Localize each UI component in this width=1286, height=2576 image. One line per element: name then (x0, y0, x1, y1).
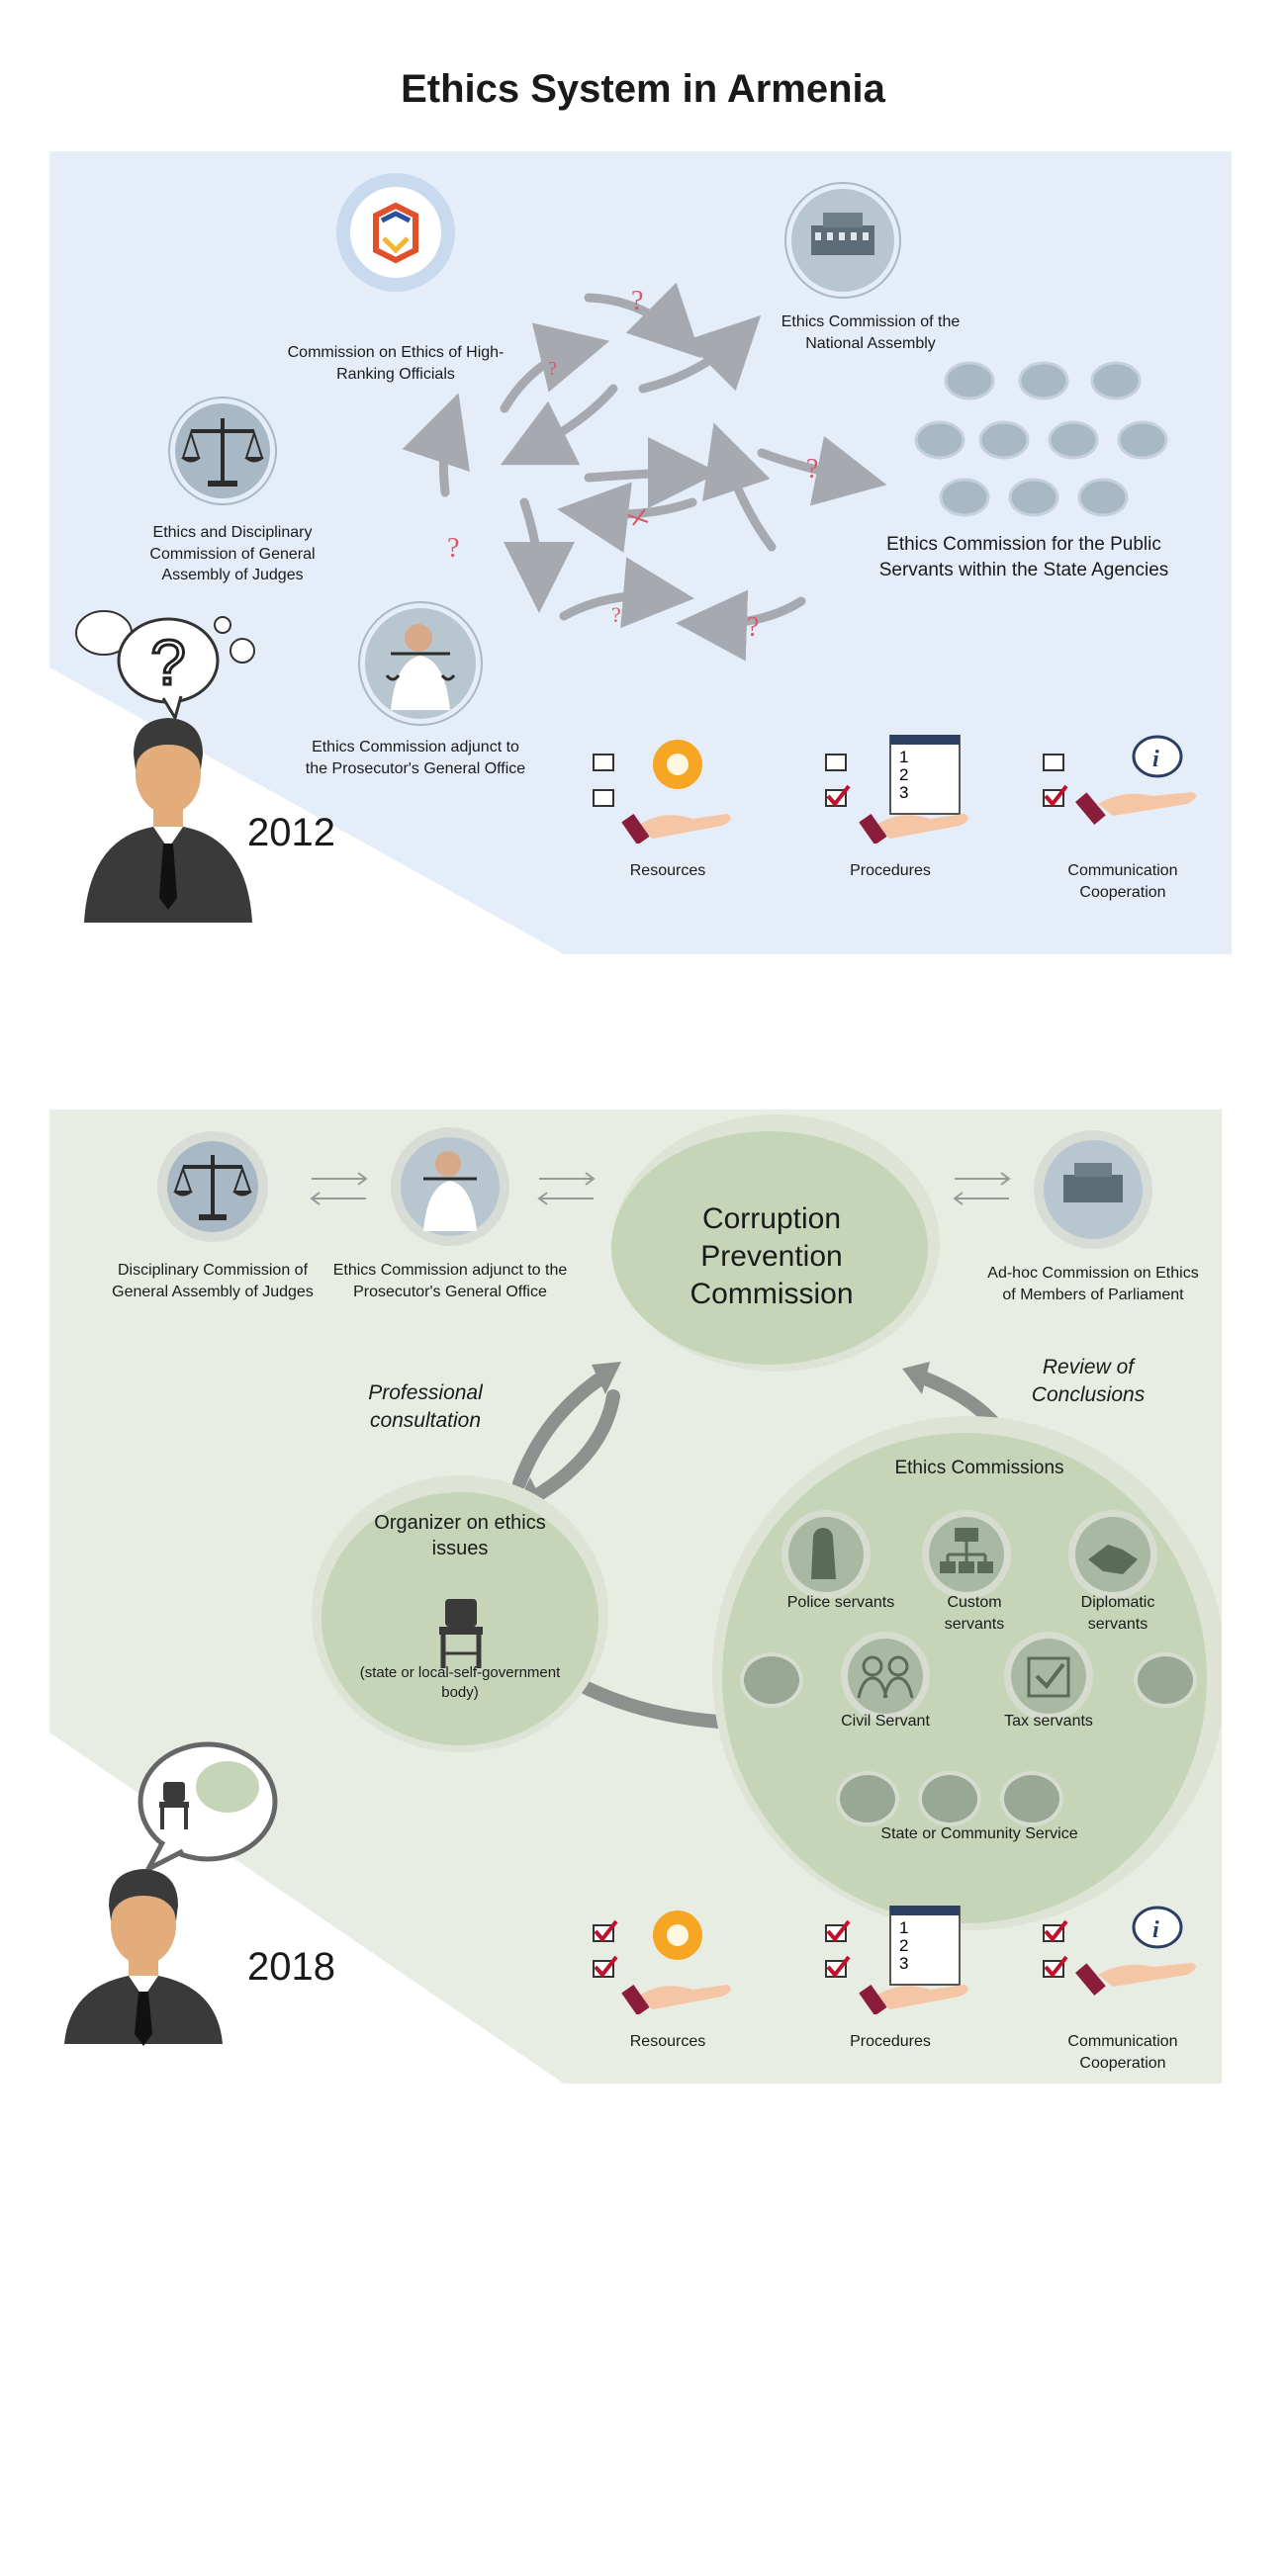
check-mark (826, 1955, 851, 1979)
police-icon (811, 1528, 836, 1579)
question-mark: ? (611, 602, 621, 627)
procedures-hand-list-icon: 1 2 3 (825, 734, 968, 845)
svg-text:i: i (1152, 747, 1159, 772)
justice-figure-icon (391, 1127, 509, 1246)
checkbox (1043, 754, 1064, 771)
question-mark-icon: ? (150, 627, 186, 698)
high-ranking-commission-logo (336, 173, 455, 292)
list-number: 1 (899, 1918, 908, 1937)
chair-icon (439, 1599, 483, 1668)
national-assembly-label: Ethics Commission of the National Assemb… (781, 313, 961, 352)
justice-figure-icon (358, 601, 483, 726)
check-mark (826, 1919, 851, 1943)
panel-2012: ? ? ? ? ? ? Commission on Ethics of High… (49, 151, 1232, 954)
list-number: 2 (899, 1936, 908, 1955)
confused-official-icon: ? (75, 610, 255, 923)
handshake-icon (1088, 1545, 1138, 1574)
scales-icon (157, 1131, 268, 1242)
list-number: 2 (899, 765, 908, 784)
service-label: State or Community Service (880, 1825, 1078, 1842)
check-mark (1044, 784, 1068, 808)
check-mark (1044, 1919, 1068, 1943)
pillar-procedures: 1 2 3 Procedures (801, 734, 979, 913)
ethics-commissions-label: Ethics Commissions (894, 1458, 1064, 1478)
public-servants-commission-label: Ethics Commission for the Public Servant… (878, 534, 1169, 580)
checkbox (825, 754, 847, 771)
pillar-resources: Resources (584, 735, 752, 913)
pillar-label: Resources (629, 2033, 706, 2050)
list-number: 1 (899, 748, 908, 766)
diplomatic-label: Diplomatic servants (1080, 1594, 1155, 1633)
list-number: 3 (899, 1954, 908, 1973)
pillar-resources: Resources (584, 1906, 752, 2074)
organizer-label: Organizer on ethics issues (374, 1512, 546, 1559)
adhoc-commission-label: Ad-hoc Commission on Ethics of Members o… (987, 1265, 1199, 1303)
judges-commission-label: Ethics and Disciplinary Commission of Ge… (149, 524, 316, 584)
informed-official-icon (64, 1741, 278, 2046)
state-agencies-icons (914, 361, 1168, 517)
prosecutor-commission-label: Ethics Commission adjunct to the Prosecu… (305, 739, 526, 777)
question-mark: ? (747, 612, 759, 643)
org-chart-icon (940, 1528, 993, 1573)
review-conclusions-label: Review of Conclusions (1031, 1356, 1146, 1407)
resources-hand-gear-icon (593, 1910, 731, 2016)
pillar-communication: i Communication Cooperation (1029, 735, 1217, 933)
svg-text:i: i (1152, 1917, 1159, 1943)
corruption-prevention-commission-circle (611, 1114, 940, 1372)
professional-consultation-label: Professional consultation (368, 1381, 483, 1433)
check-mark (826, 784, 851, 808)
scales-icon (168, 397, 277, 505)
pillar-label: Resources (629, 862, 706, 879)
checkbox (593, 789, 614, 807)
ethics-commissions-circle (712, 1416, 1222, 1930)
civil-label: Civil Servant (841, 1713, 930, 1730)
people-link-icon (857, 1655, 914, 1699)
national-assembly-icon (784, 182, 901, 299)
question-mark: ? (447, 533, 459, 564)
calendar-check-icon (1027, 1656, 1070, 1698)
checkbox (593, 754, 614, 771)
connection-arrows-2018 (310, 1172, 1026, 1739)
custom-label: Custom servants (944, 1594, 1005, 1633)
check-mark (594, 1919, 618, 1943)
prosecutor-commission-label: Ethics Commission adjunct to the Prosecu… (332, 1262, 568, 1300)
pillar-procedures: 1 2 3 Procedures (801, 1905, 979, 2074)
tax-label: Tax servants (1004, 1713, 1093, 1730)
info-icon (1132, 1906, 1183, 1949)
question-mark: ? (548, 358, 557, 380)
pillar-label: Communication Cooperation (1067, 2033, 1178, 2072)
pillar-label: Procedures (850, 862, 931, 879)
pillar-label: Procedures (850, 2033, 931, 2050)
question-mark: ? (631, 286, 643, 316)
list-number: 3 (899, 783, 908, 802)
page-title: Ethics System in Armenia (401, 67, 885, 111)
procedures-hand-list-icon: 1 2 3 (825, 1905, 968, 2016)
year-label: 2012 (247, 811, 335, 854)
police-label: Police servants (786, 1594, 895, 1611)
organizer-note: (state or local-self-government body) (359, 1664, 561, 1701)
organizer-circle (312, 1475, 608, 1752)
judges-commission-label: Disciplinary Commission of General Assem… (112, 1262, 314, 1300)
national-assembly-icon (1034, 1130, 1152, 1249)
pillar-communication: i Communication Cooperation (1029, 1906, 1217, 2079)
panel-2018: Disciplinary Commission of General Assem… (49, 1110, 1222, 2084)
check-mark (1044, 1955, 1068, 1979)
chair-icon (159, 1782, 189, 1829)
question-mark: ? (806, 454, 818, 485)
high-ranking-commission-label: Commission on Ethics of High-Ranking Off… (287, 344, 505, 383)
broken-link-mark (627, 508, 649, 526)
communication-hand-info-icon: i (1043, 1906, 1196, 1996)
resources-hand-gear-icon (593, 740, 731, 845)
pillar-label: Communication Cooperation (1067, 862, 1178, 901)
cpc-label: Corruption Prevention Commission (689, 1202, 854, 1311)
info-icon (1132, 735, 1183, 778)
year-label: 2018 (247, 1945, 335, 1989)
relation-arrows-2012: ? ? ? ? ? ? (402, 282, 887, 662)
communication-hand-info-icon: i (1043, 735, 1196, 825)
check-mark (594, 1955, 618, 1979)
